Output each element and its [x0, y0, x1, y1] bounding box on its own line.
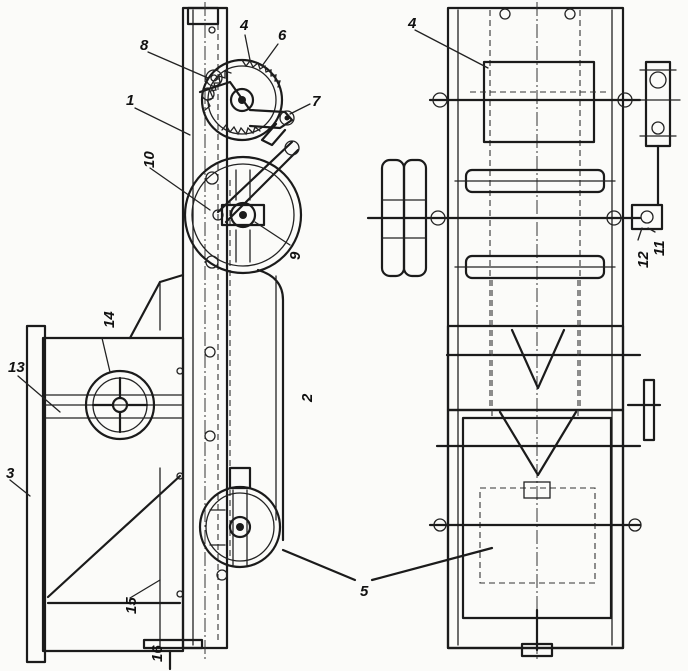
callout-4-right: 4 [407, 15, 417, 32]
callout-11: 11 [651, 240, 668, 256]
callout-13: 13 [8, 359, 25, 376]
callout-3: 3 [6, 465, 15, 482]
hopper-support [25, 273, 185, 664]
leader-lines-right [281, 29, 656, 582]
lower-pulley [198, 466, 282, 581]
conveyor-belt [229, 180, 285, 560]
callout-10: 10 [141, 151, 158, 168]
callout-7: 7 [312, 93, 321, 110]
callout-6: 6 [278, 27, 287, 44]
foot-crank[interactable] [142, 638, 204, 671]
callout-1: 1 [126, 92, 134, 109]
plan-view [281, 2, 681, 660]
callout-12: 12 [635, 251, 652, 268]
upper-pulley [183, 155, 303, 275]
roller-shafts [366, 92, 642, 280]
callout-15: 15 [123, 597, 140, 614]
lower-hopper [428, 280, 662, 658]
ratchet-lever [198, 80, 295, 147]
leader-lines-left [9, 34, 311, 599]
callout-4-left: 4 [239, 17, 249, 34]
side-drive-wheel [380, 158, 428, 278]
callout-8: 8 [140, 37, 149, 54]
main-frame [176, 2, 229, 660]
callout-16: 16 [149, 645, 166, 662]
callout-14: 14 [101, 311, 118, 328]
callout-labels: 1 2 3 4 4 5 6 7 8 9 10 11 12 13 14 15 16 [6, 15, 668, 662]
callout-9: 9 [287, 251, 304, 260]
adjustment-handwheel[interactable] [84, 369, 156, 441]
callout-2: 2 [299, 393, 316, 403]
gear-mechanism [630, 60, 681, 231]
upper-hopper [470, 60, 610, 144]
callout-5: 5 [360, 583, 369, 600]
side-view [9, 2, 311, 671]
